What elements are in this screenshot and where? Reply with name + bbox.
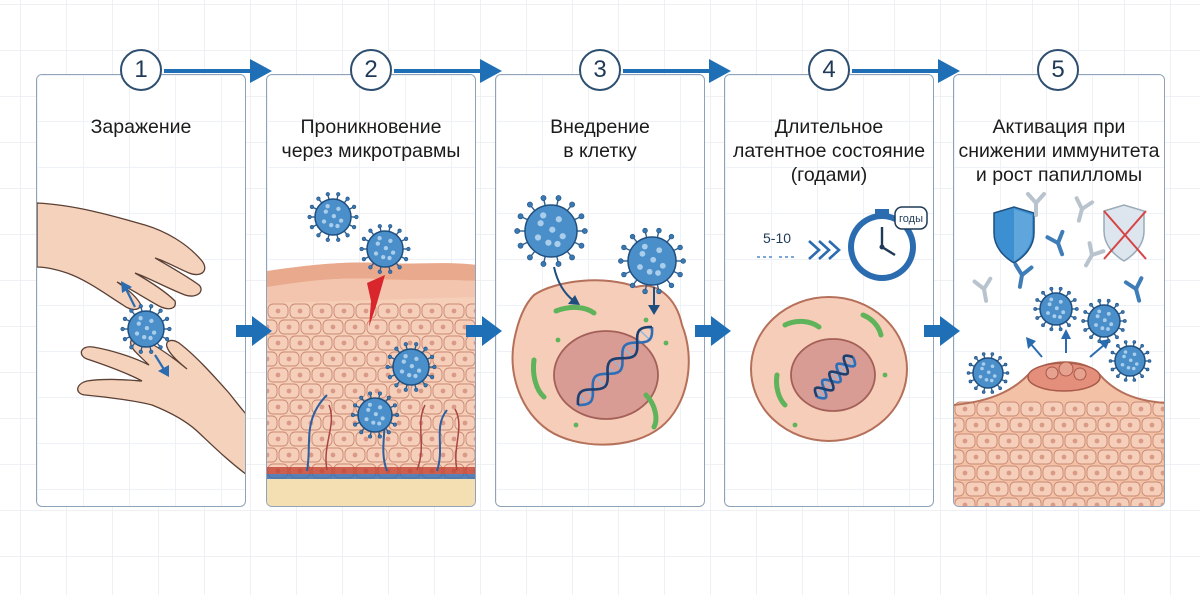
antibody-icon [1045,229,1065,257]
virus-icon [966,352,1010,394]
activation-illustration [954,192,1164,506]
step-5-title: Активация при снижении иммунитета и рост… [958,116,1160,186]
latent-cell [750,296,908,442]
virus-icon [1033,286,1079,332]
svg-text:годы: годы [899,213,923,225]
step-3-number: 3 [579,49,621,91]
viral-dna-icon [576,325,654,407]
step-2-panel: Проникновение через микротравмы [266,74,476,507]
mid-arrow-3-4 [695,316,731,346]
top-arrow-3-4 [623,59,731,83]
step-4-title: Длительное латентное состояние (годами) [732,116,926,186]
step-4-number: 4 [808,49,850,91]
host-cell [511,279,690,446]
step-1-number: 1 [120,49,162,91]
latency-years-range: 5-10 [763,230,791,246]
antibody-icon [1123,276,1144,303]
antibody-icon [1013,262,1034,289]
mid-arrow-2-3 [466,316,502,346]
virus-icon [618,227,686,295]
step-3-title: Внедрение в клетку [550,116,650,162]
blood-vessels [325,404,460,471]
step-3-panel: Внедрение в клетку [495,74,705,507]
step-2-number: 2 [350,49,392,91]
infection-illustration [37,202,245,475]
step-2-title: Проникновение через микротравмы [281,116,461,162]
virus-icon [307,192,359,242]
transfer-arrow-up [124,286,136,308]
fast-forward-arrows-icon [808,240,841,260]
virus-icon [1081,298,1127,344]
step-1-panel: Заражение [36,74,246,507]
skin-with-papilloma [954,361,1164,506]
step-4-panel: Длительное латентное состояние (годами) … [724,74,934,507]
antibody-icon [1074,196,1095,223]
upper-hand-icon [37,202,206,311]
mid-arrow-1-2 [236,316,272,346]
spread-arrows [1026,329,1110,358]
virus-icon [514,195,588,267]
skin-cross-section-illustration [267,192,475,506]
virus-icon [1108,340,1152,382]
virus-icon [359,224,411,274]
latency-illustration: 5-10 годы [750,206,928,442]
step-5-number: 5 [1037,49,1079,91]
skin-cells [267,303,475,479]
antibody-icon [1026,192,1046,217]
skin-cells [954,401,1164,506]
top-arrow-1-2 [164,59,272,83]
step-1-title: Заражение [90,116,192,138]
virus-icon [350,391,400,439]
weakened-shield-icon [1103,204,1147,262]
years-badge: годы [894,206,928,230]
microtrauma-wound [367,275,385,327]
shield-icon [993,206,1035,264]
mid-arrow-4-5 [924,316,960,346]
latent-dna-icon [813,354,857,400]
virus-icon [120,304,172,354]
lower-hand-icon [77,336,245,475]
clock-icon [848,209,916,281]
cell-entry-illustration [511,195,690,446]
virus-icon [385,342,437,392]
step-5-panel: Активация при снижении иммунитета и рост… [953,74,1165,507]
antibody-icon [1084,241,1106,268]
antibody-icon [972,276,993,303]
top-arrow-4-5 [852,59,960,83]
top-arrow-2-3 [394,59,502,83]
